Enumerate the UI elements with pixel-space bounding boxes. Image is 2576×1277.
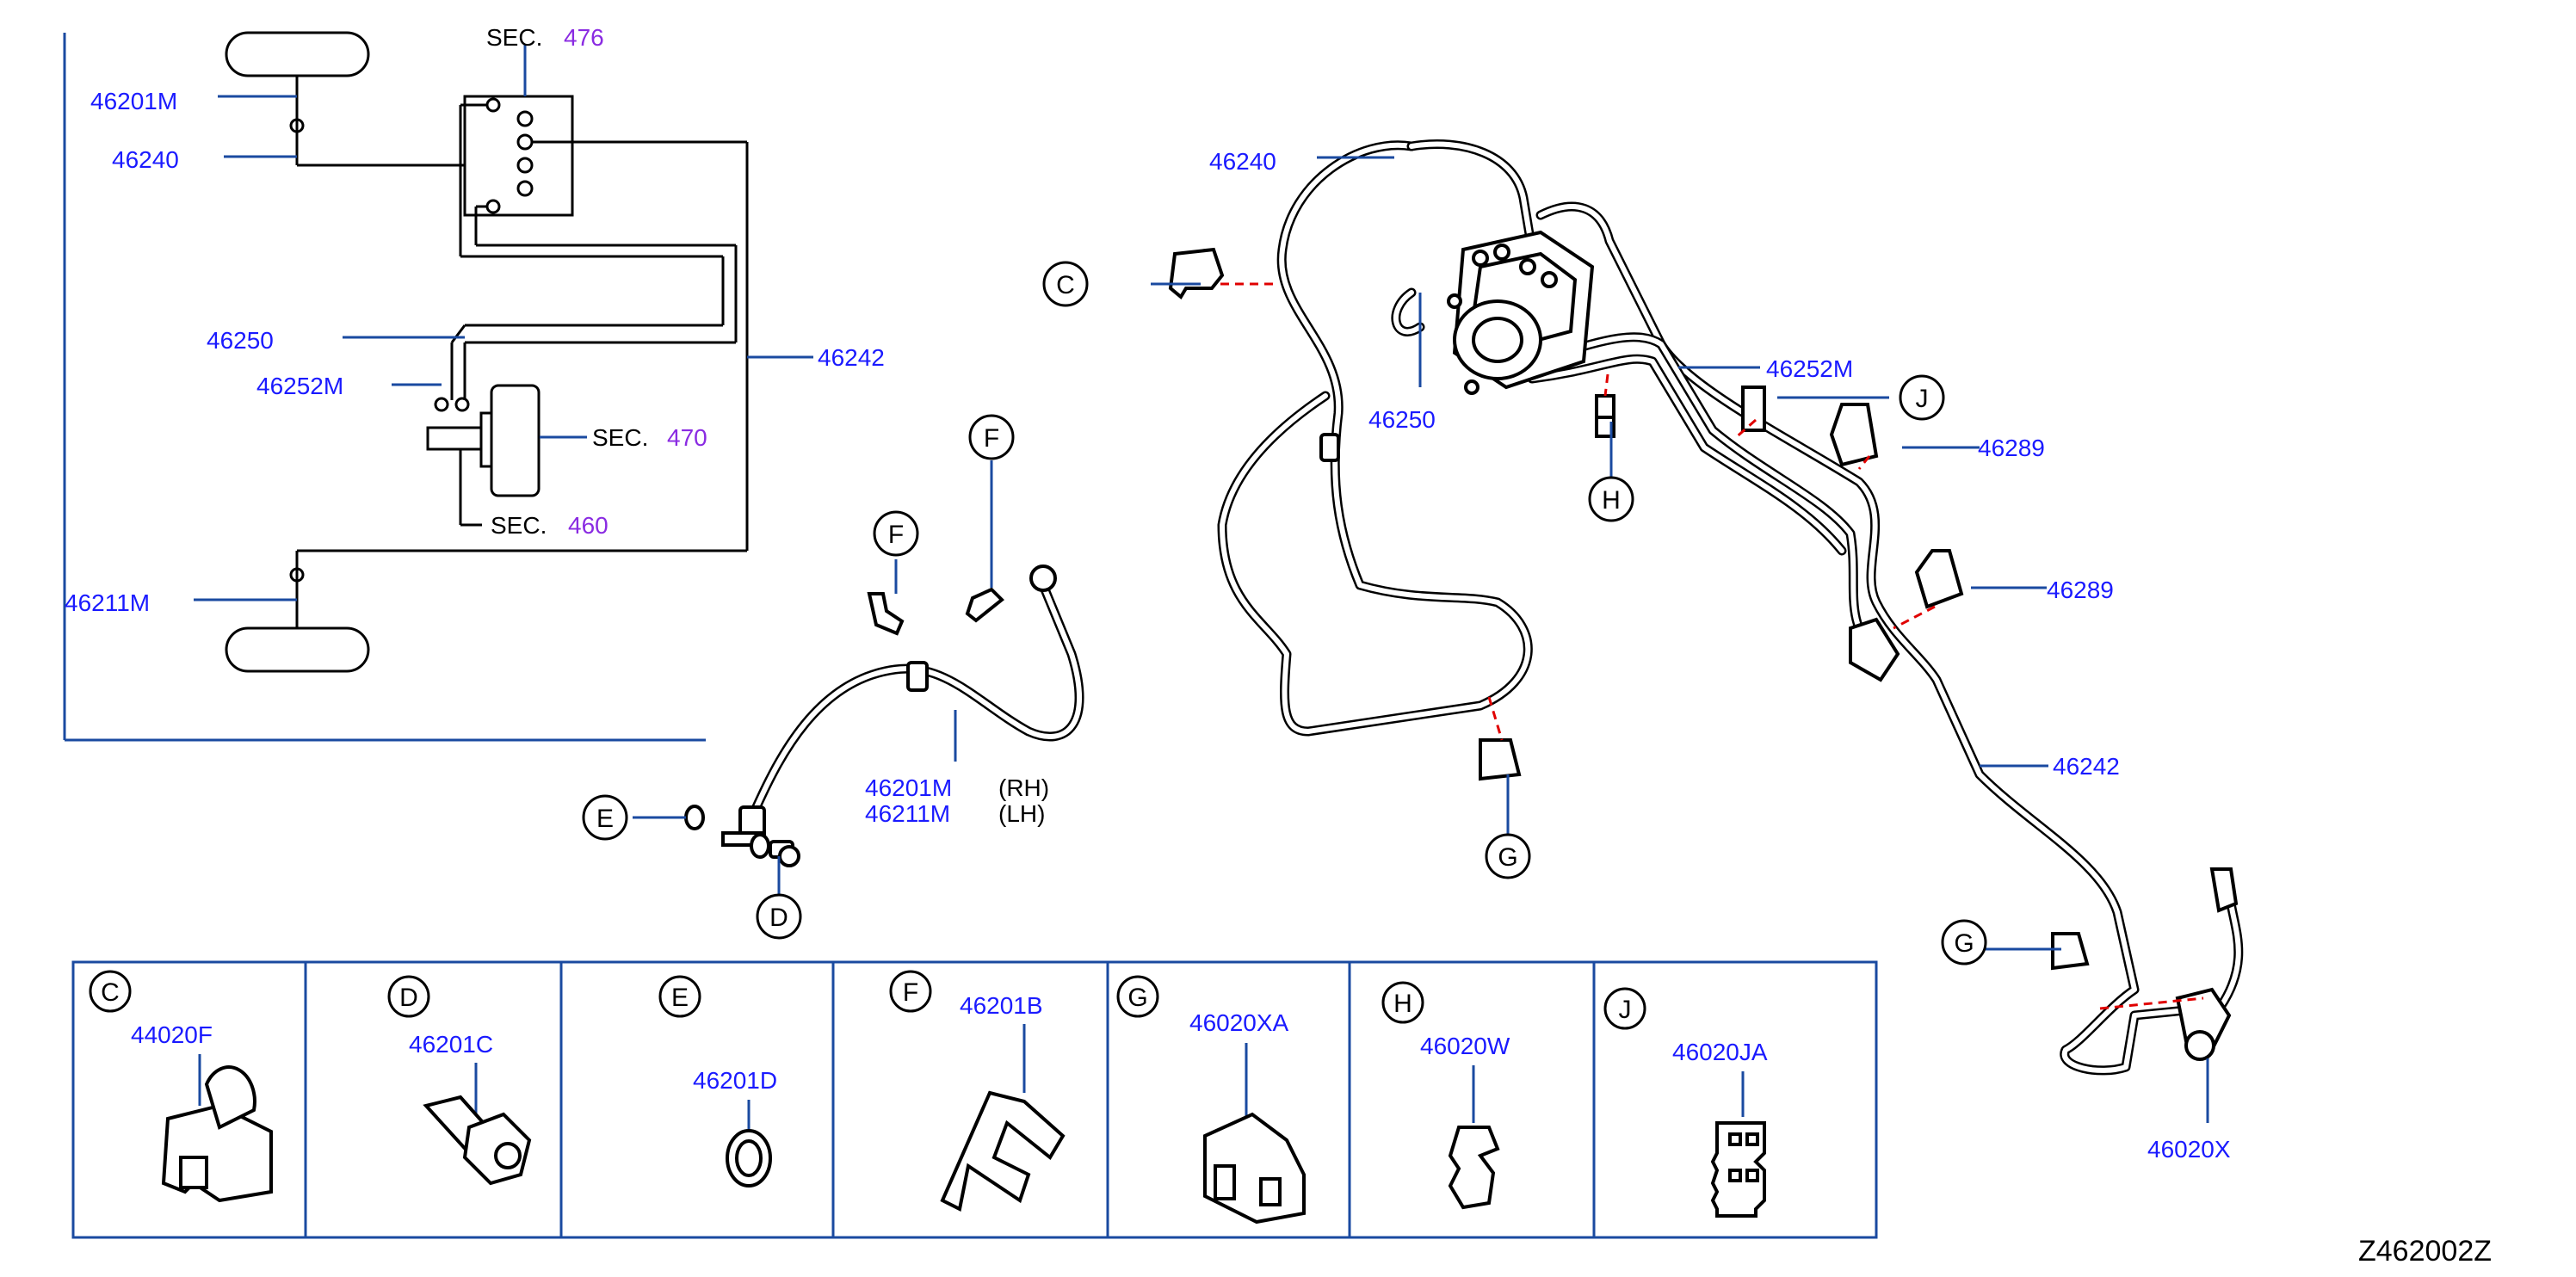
table-letter-h: H	[1393, 990, 1412, 1018]
label-46252m: 46252M	[256, 373, 343, 399]
label-46252m-pipe: 46252M	[1766, 355, 1853, 382]
callout-f2: F	[984, 424, 999, 453]
brake-pipe-routing: 46240 46250 46252M 46289 46289 46242 460…	[1042, 139, 2244, 1163]
sec-prefix-476: SEC.	[486, 24, 542, 51]
label-46250-pipe: 46250	[1368, 406, 1436, 433]
master-cylinder-icon	[426, 426, 483, 451]
label-46211m: 46211M	[65, 589, 150, 616]
table-letter-f: F	[903, 978, 918, 1007]
sec-prefix-470: SEC.	[592, 424, 648, 451]
table-part-46201b: 46201B	[960, 992, 1043, 1019]
callout-h: H	[1602, 486, 1621, 515]
callout-j: J	[1916, 385, 1929, 413]
label-46201m: 46201M	[90, 88, 177, 114]
callout-g2: G	[1954, 929, 1974, 958]
clip-46201b-icon	[940, 1090, 1066, 1212]
sec-ref-476: 476	[564, 24, 604, 51]
table-part-46020w: 46020W	[1420, 1033, 1510, 1059]
callout-g1: G	[1498, 843, 1517, 872]
front-hose-assembly: 46201M (RH) 46211M (LH) E D F F	[582, 414, 1084, 940]
label-46240: 46240	[112, 146, 179, 173]
callout-c: C	[1056, 271, 1075, 299]
table-part-44020f: 44020F	[131, 1021, 213, 1048]
table-letter-d: D	[399, 984, 418, 1012]
table-part-46201d: 46201D	[693, 1067, 777, 1094]
label-46240-pipe: 46240	[1209, 148, 1276, 175]
table-letter-c: C	[101, 978, 120, 1007]
table-letter-e: E	[671, 984, 689, 1012]
label-46020x: 46020X	[2147, 1136, 2231, 1163]
label-46250: 46250	[207, 327, 274, 354]
table-letter-j: J	[1619, 996, 1632, 1024]
rear-wheel-icon	[225, 626, 370, 673]
label-46242: 46242	[818, 344, 885, 371]
abs-actuator	[1447, 230, 1595, 395]
sec-ref-470: 470	[667, 424, 707, 451]
label-46289-a: 46289	[1978, 435, 2045, 461]
table-part-46020ja: 46020JA	[1672, 1039, 1768, 1065]
label-46211m-lh: 46211M	[865, 800, 950, 827]
callout-d: D	[769, 904, 788, 932]
label-46289-b: 46289	[2047, 577, 2114, 603]
sec-prefix-460: SEC.	[491, 512, 547, 539]
clip-46020w-icon	[1448, 1126, 1500, 1210]
table-letter-g: G	[1127, 984, 1147, 1012]
label-rh: (RH)	[998, 774, 1049, 801]
diagram-code: Z462002Z	[2358, 1235, 2492, 1268]
label-lh: (LH)	[998, 800, 1045, 827]
callout-e: E	[596, 805, 614, 833]
sec-ref-460: 460	[568, 512, 608, 539]
clip-c-icon	[1168, 247, 1225, 300]
label-46242-pipe: 46242	[2053, 753, 2120, 780]
table-part-46201c: 46201C	[409, 1031, 493, 1058]
parts-table: C 44020F D 46201C E 46201D F 46201B G 46…	[71, 960, 1878, 1239]
callout-f1: F	[888, 521, 904, 549]
abs-unit-box	[463, 95, 574, 217]
schematic-panel: 46201M 46240 46250 46252M 46242 46211M S…	[63, 24, 885, 742]
table-part-46020xa: 46020XA	[1189, 1009, 1289, 1036]
label-46201m-rh: 46201M	[865, 774, 952, 801]
front-wheel-icon	[225, 31, 370, 77]
